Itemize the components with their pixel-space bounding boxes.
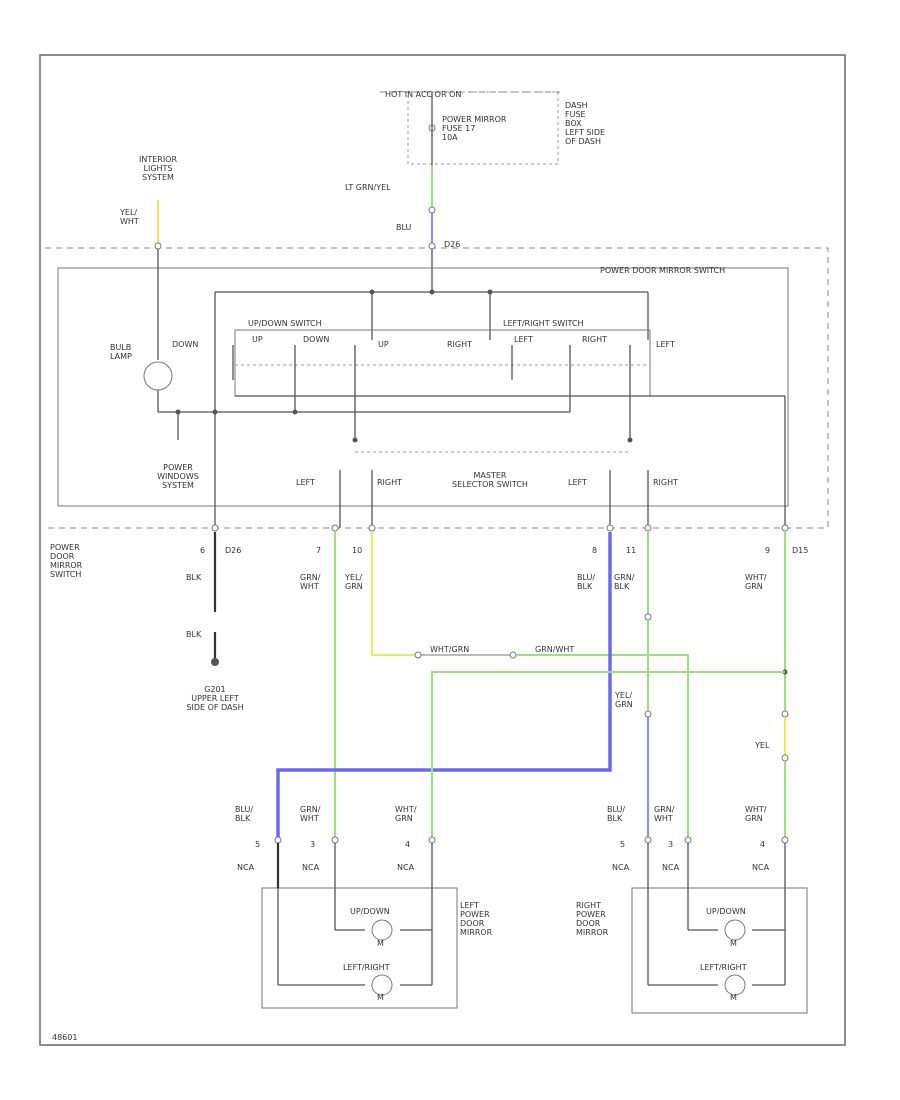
label-l-p5: 5 [255,840,260,849]
label-wht-grn: WHT/GRN [745,573,767,591]
label-r-nca2: NCA [662,863,680,872]
label-up-sm: UP [252,335,263,344]
label-left-sm: LEFT [514,335,533,344]
label-pin7: 7 [316,546,321,555]
switch-boundary [45,247,829,529]
label-l-blu-blk: BLU/BLK [235,805,253,823]
label-r-updown: UP/DOWN [706,907,746,916]
label-r-nca1: NCA [612,863,630,872]
label-sel-right2: RIGHT [653,478,678,487]
label-r-p4: 4 [760,840,765,849]
label-r-leftright: LEFT/RIGHT [700,963,747,972]
label-hot-brake: HOT IN ACC OR ON [385,90,461,99]
label-l-nca1: NCA [237,863,255,872]
label-right: RIGHT [447,340,472,349]
label-right-sm: RIGHT [582,335,607,344]
label-footer: 48601 [52,1033,77,1042]
label-pin9: 9 [765,546,770,555]
left-motor-leftright [371,974,393,996]
label-yel-wht: YEL/WHT [119,208,139,226]
right-motor-leftright [724,974,746,996]
label-l-updown: UP/DOWN [350,907,390,916]
label-l-nca2: NCA [302,863,320,872]
label-m1: M [377,939,384,948]
label-l-p4: 4 [405,840,410,849]
label-r-nca3: NCA [752,863,770,872]
label-blk2: BLK [186,630,202,639]
left-motor-updown [371,919,393,941]
label-pin8: 8 [592,546,597,555]
label-grn-wht: GRN/WHT [300,573,321,591]
wire-blu-blk [276,532,612,838]
label-r-wht-grn: WHT/GRN [745,805,767,823]
label-updown: UP/DOWN SWITCH [248,319,322,328]
label-sel-left1: LEFT [296,478,315,487]
label-blu: BLU [396,223,412,232]
label-blk1: BLK [186,573,202,582]
label-sel-right1: RIGHT [377,478,402,487]
label-r-p5: 5 [620,840,625,849]
label-down-sm: DOWN [303,335,329,344]
right-power-door-mirror [631,887,808,1014]
label-pin6: 6 [200,546,205,555]
label-yel-grn: YEL/GRN [344,573,363,591]
label-r-blu-blk: BLU/BLK [607,805,625,823]
label-l-leftright: LEFT/RIGHT [343,963,390,972]
label-pin10: 10 [352,546,362,555]
label-grn-wht-mid: GRN/WHT [535,645,574,654]
label-leftright: LEFT/RIGHT SWITCH [503,319,583,328]
label-l-nca3: NCA [397,863,415,872]
label-m3: M [730,939,737,948]
label-yel-grn2: YEL/GRN [614,691,633,709]
label-l-p3: 3 [310,840,315,849]
right-motor-updown [724,919,746,941]
label-l-grn-wht: GRN/WHT [300,805,321,823]
label-down: DOWN [172,340,198,349]
label-yel2: YEL [754,741,770,750]
diagram-border [39,54,846,1046]
bulb-lamp [143,361,173,391]
ground-point [211,658,219,666]
label-blu-blk: BLU/BLK [577,573,595,591]
label-m4: M [730,993,737,1002]
label-r-p3: 3 [668,840,673,849]
label-grn-blk: GRN/BLK [614,573,635,591]
label-sel-left2: LEFT [568,478,587,487]
switch-inner-box [57,267,789,507]
label-l-wht-grn: WHT/GRN [395,805,417,823]
label-up: UP [378,340,389,349]
label-pin11: 11 [626,546,636,555]
label-c-top: D26 [444,240,460,249]
wire-yel-grn [371,532,415,656]
label-m2: M [377,993,384,1002]
label-lt-grn-yel: LT GRN/YEL [345,183,391,192]
label-r-grn-wht: GRN/WHT [654,805,675,823]
label-power-switch: POWER DOOR MIRROR SWITCH [600,266,725,275]
label-c-d15: D15 [792,546,808,555]
label-c-d26: D26 [225,546,241,555]
label-wht-grn-mid: WHT/GRN [430,645,469,654]
label-left: LEFT [656,340,675,349]
left-power-door-mirror [261,887,458,1009]
